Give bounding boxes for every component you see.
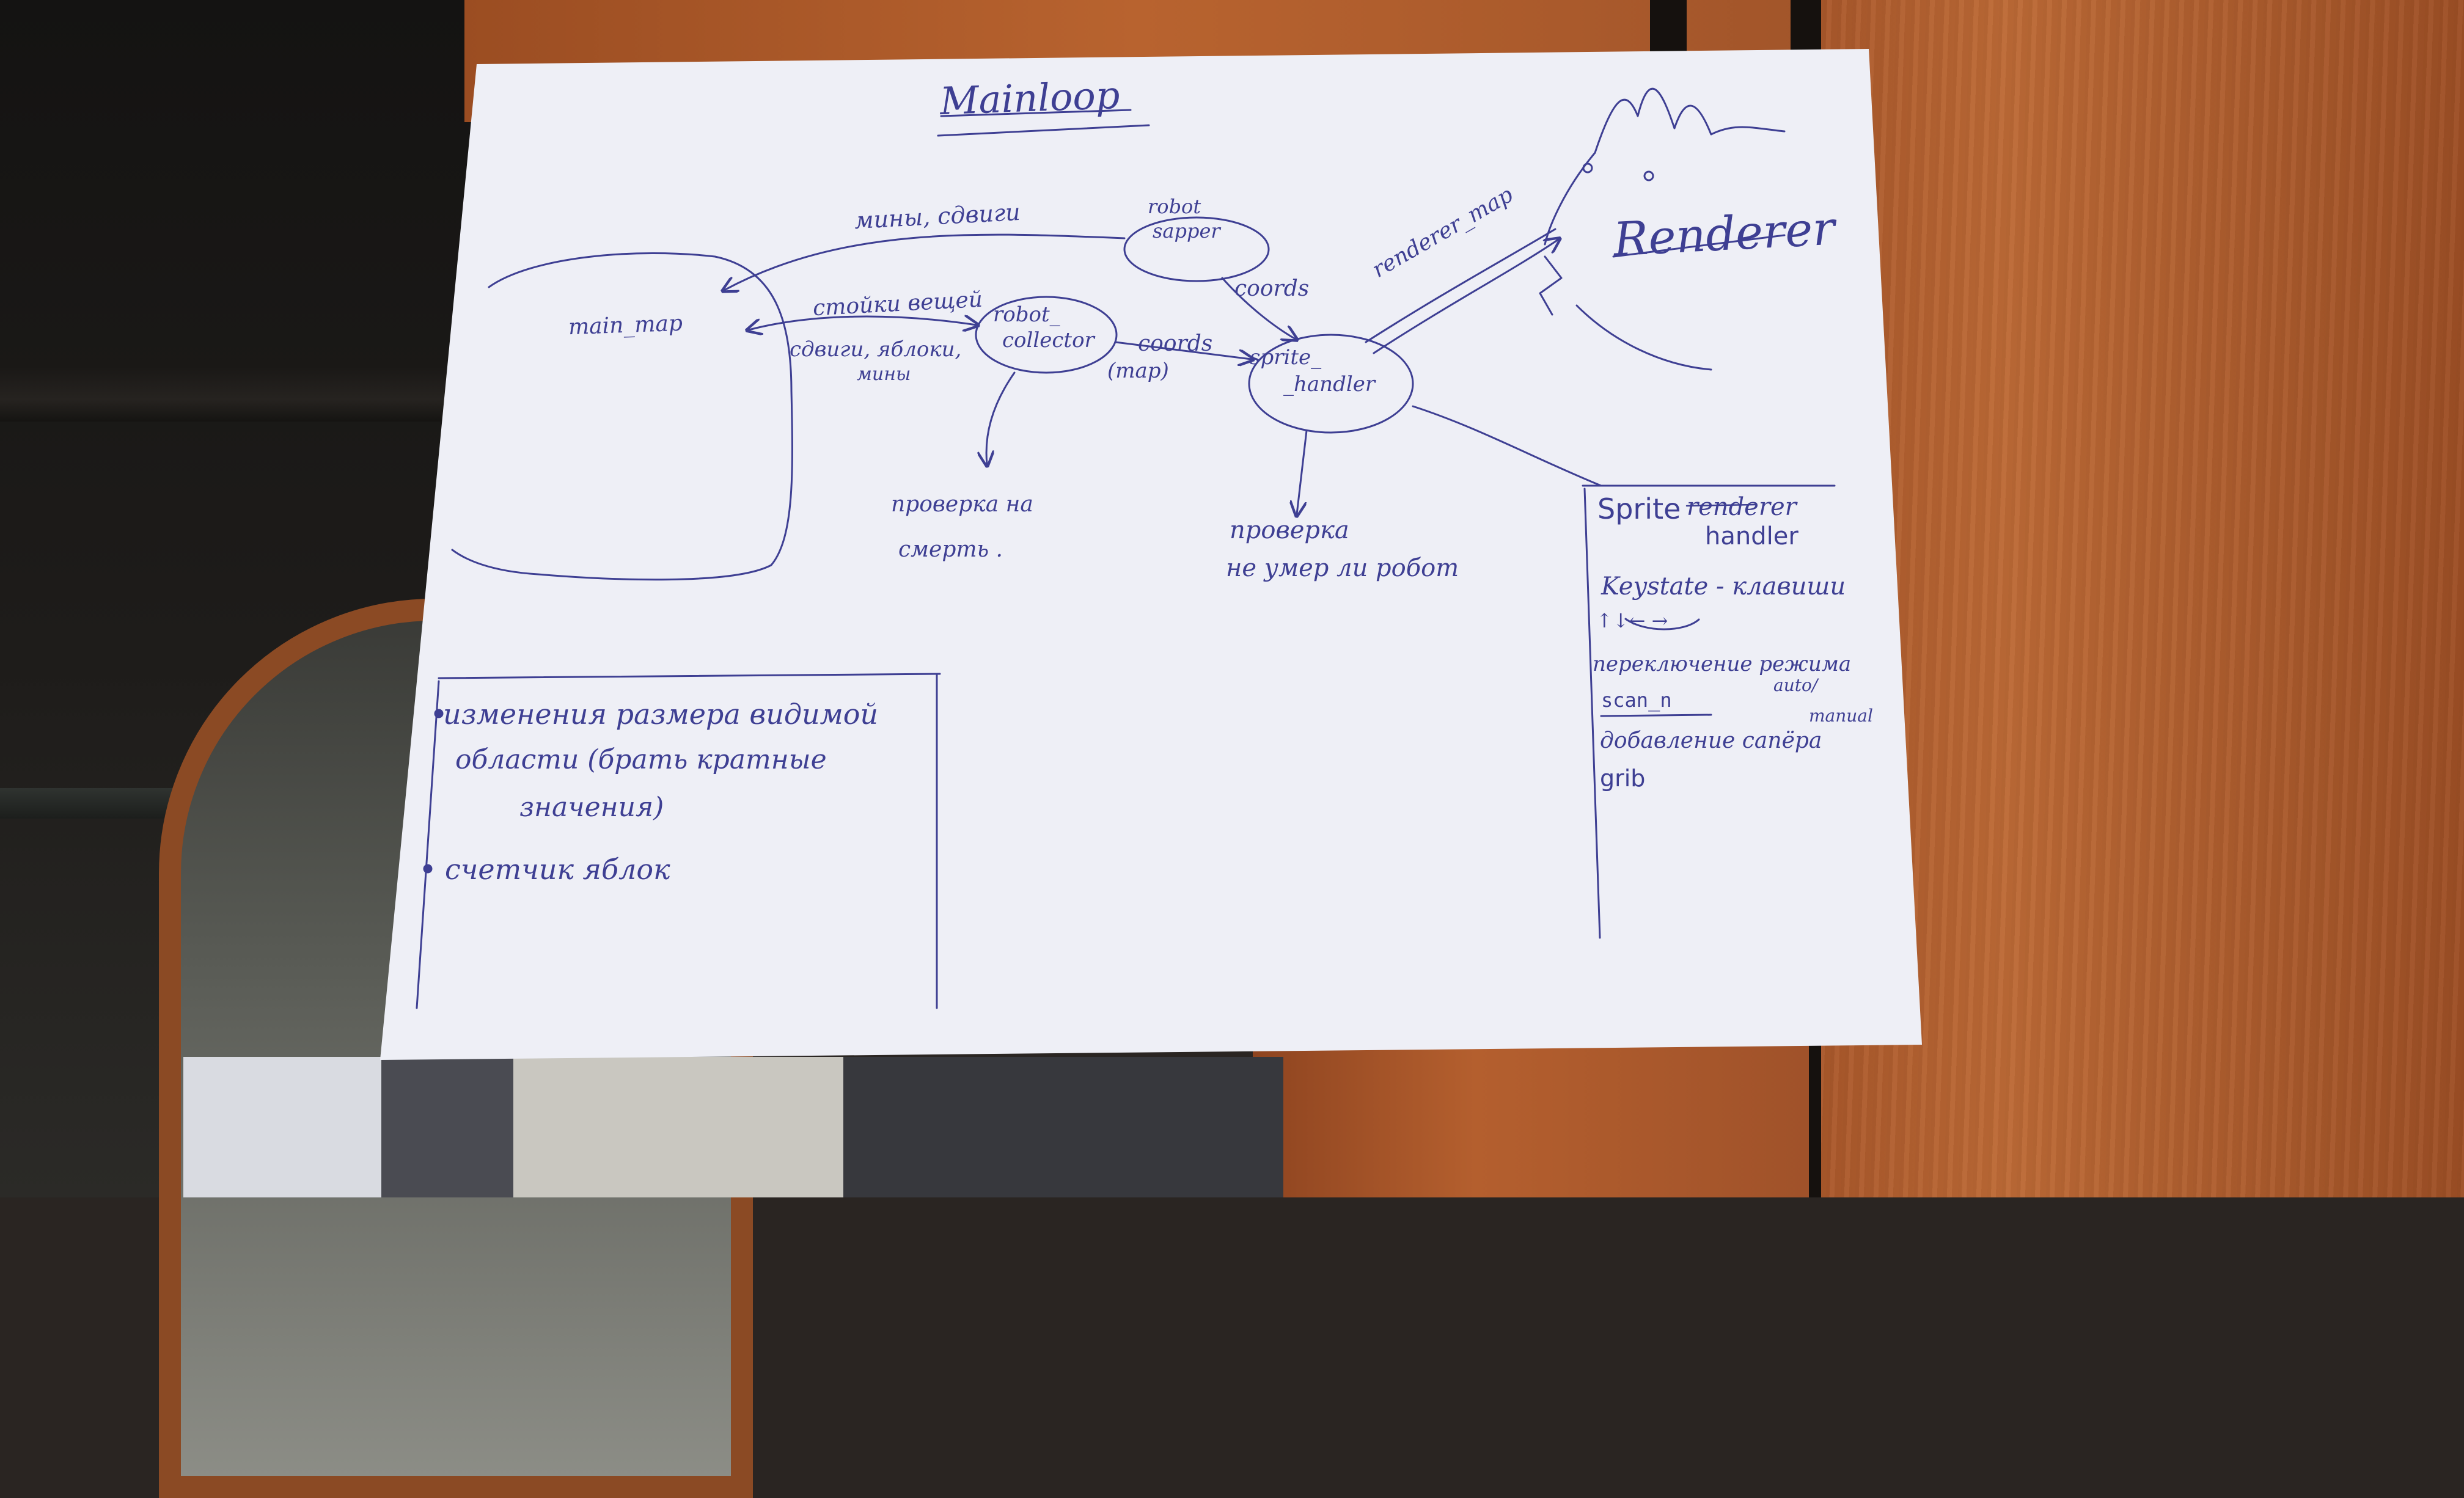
sprite-panel-subtitle: handler xyxy=(1705,522,1799,550)
edge-sapper-main-map xyxy=(724,233,1126,290)
edge-collector-death-check xyxy=(986,371,1016,464)
sprite-panel-title: Sprite xyxy=(1597,492,1681,525)
renderer-outline xyxy=(1575,304,1712,371)
renderer-eye xyxy=(1582,163,1593,174)
bottom-panel-top xyxy=(438,673,941,679)
edge-handler-check xyxy=(1297,429,1308,514)
edge-renderer-map xyxy=(1365,228,1557,343)
renderer-spikes xyxy=(1594,87,1786,154)
strikethrough xyxy=(1685,503,1756,507)
paper-surface xyxy=(380,49,1922,1060)
robot-collector-label: robot_ xyxy=(993,302,1060,327)
edge-label-map: (map) xyxy=(1107,359,1169,383)
renderer-label: Renderer xyxy=(1612,200,1836,267)
bottom-panel-item: значения) xyxy=(519,792,664,823)
diagram-title: Mainloop xyxy=(939,72,1121,124)
sprite-handler-label: sprite_ xyxy=(1250,345,1322,370)
note-robot-check: не умер ли робот xyxy=(1226,554,1459,582)
edge-renderer-map xyxy=(1373,239,1558,354)
sprite-panel-line: добавление сапёра xyxy=(1600,728,1822,753)
edge-collector-handler xyxy=(1114,341,1252,359)
edge-handler-panel xyxy=(1412,405,1602,487)
robot-sapper-node xyxy=(1123,216,1270,282)
edge-label-shifts-apples-mines: мины xyxy=(857,364,911,385)
sprite-panel-line: auto/ xyxy=(1773,675,1818,695)
sprite-panel-line: Keystate - клавиши xyxy=(1601,572,1846,601)
sprite-panel-line: manual xyxy=(1809,706,1873,726)
edge-label-coords: coords xyxy=(1138,331,1213,356)
bullet xyxy=(434,709,444,718)
main-map-node xyxy=(451,252,793,581)
keys-brace xyxy=(1624,618,1700,630)
robot-collector-label: collector xyxy=(1002,328,1094,353)
renderer-underline xyxy=(1612,234,1786,258)
paper-sheet: Mainloop main_map robot sapper robot_ co… xyxy=(380,49,1922,1060)
sprite-panel-line: grib xyxy=(1600,765,1646,792)
bottom-panel-item: изменения размера видимой xyxy=(443,698,879,731)
note-robot-check: проверка xyxy=(1230,516,1349,544)
background-shelf xyxy=(0,367,464,422)
note-death-check: смерть . xyxy=(898,537,1003,562)
robot-sapper-label: robot xyxy=(1148,195,1201,218)
sprite-panel-left xyxy=(1583,488,1601,939)
bottom-panel-item: области (брать кратные xyxy=(455,744,827,775)
title-underline xyxy=(937,124,1150,137)
sprite-panel-line: scan_n xyxy=(1601,689,1672,712)
main-map-label: main_map xyxy=(568,310,683,340)
renderer-mouth xyxy=(1539,255,1563,316)
title-underline xyxy=(940,109,1132,117)
bullet xyxy=(423,864,433,874)
background-wood-bottom xyxy=(1253,1039,1809,1197)
robot-sapper-label: sapper xyxy=(1153,219,1220,243)
bottom-panel-item: счетчик яблок xyxy=(445,853,670,886)
edge-collector-main-map xyxy=(749,316,977,330)
renderer-eye xyxy=(1643,170,1654,181)
note-death-check: проверка на xyxy=(891,492,1033,517)
sprite-handler-node xyxy=(1248,334,1414,434)
edge-label-shifts-apples-mines: сдвиги, яблоки, xyxy=(790,337,962,362)
edge-label-coords: coords xyxy=(1234,276,1310,301)
diagram-drawing xyxy=(380,49,1922,1060)
sprite-panel-struck: renderer xyxy=(1687,493,1797,521)
bottom-panel-left xyxy=(416,680,440,1009)
scan-underline xyxy=(1600,714,1712,717)
background-objects xyxy=(183,1057,1283,1197)
sprite-panel-line: переключение режима xyxy=(1593,652,1852,676)
sprite-panel-line: ↑↓← → xyxy=(1596,609,1668,632)
edge-sapper-handler xyxy=(1221,277,1296,339)
sprite-handler-label: _handler xyxy=(1283,372,1376,396)
